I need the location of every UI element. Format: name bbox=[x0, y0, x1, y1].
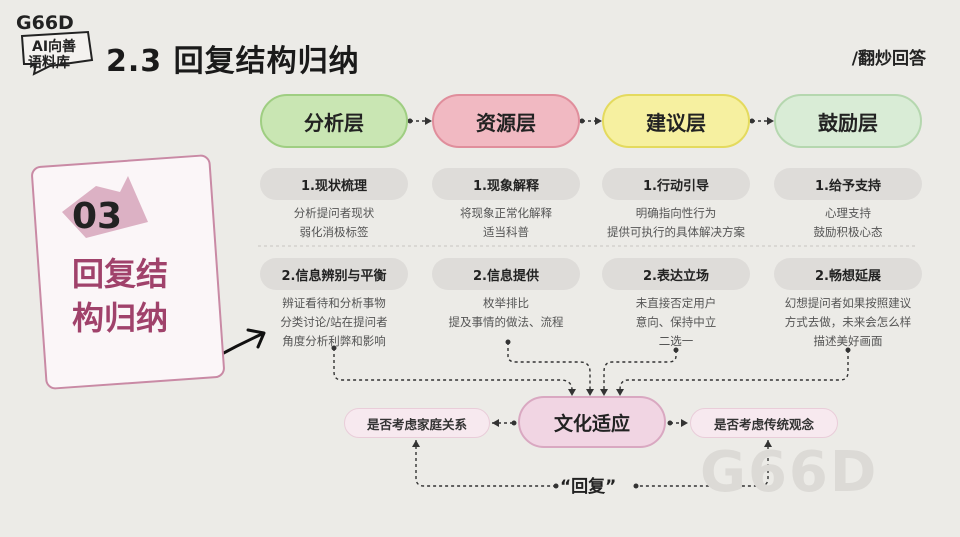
item-heading: 1.给予支持 bbox=[774, 168, 922, 200]
item-description: 未直接否定用户 意向、保持中立 二选一 bbox=[586, 294, 766, 351]
item-description: 幻想提问者如果按照建议 方式去做，未来会怎么样 描述美好画面 bbox=[752, 294, 944, 351]
item-line: 枚举排比 bbox=[483, 296, 529, 310]
item-description: 心理支持 鼓励积极心态 bbox=[758, 204, 938, 242]
item-line: 角度分析利弊和影响 bbox=[282, 334, 386, 348]
item-line: 鼓励积极心态 bbox=[813, 225, 883, 239]
item-heading: 1.现象解释 bbox=[432, 168, 580, 200]
tradition-pill: 是否考虑传统观念 bbox=[690, 408, 838, 438]
item-description: 辨证看待和分析事物 分类讨论/站在提问者 角度分析利弊和影响 bbox=[244, 294, 424, 351]
item-heading: 2.信息辨别与平衡 bbox=[260, 258, 408, 290]
reply-label: “回复” bbox=[560, 477, 617, 497]
item-line: 心理支持 bbox=[825, 206, 871, 220]
item-line: 意向、保持中立 bbox=[635, 315, 717, 329]
section-number: 03 bbox=[72, 196, 123, 237]
layer-analysis: 分析层 bbox=[260, 94, 408, 148]
section-title-line1: 回复结 bbox=[72, 255, 169, 293]
item-description: 明确指向性行为 提供可执行的具体解决方案 bbox=[586, 204, 766, 242]
item-line: 提供可执行的具体解决方案 bbox=[607, 225, 745, 239]
brand-label: /翻炒回答 bbox=[851, 49, 926, 69]
logo-badge-icon bbox=[20, 30, 94, 76]
culture-adaptation-node: 文化适应 bbox=[518, 396, 666, 448]
page-title: 2.3 回复结构归纳 bbox=[106, 44, 360, 79]
item-line: 未直接否定用户 bbox=[635, 296, 717, 310]
item-line: 弱化消极标签 bbox=[299, 225, 369, 239]
item-line: 辨证看待和分析事物 bbox=[282, 296, 386, 310]
logo: G66D AI向善 语料库 bbox=[12, 10, 98, 76]
item-description: 将现象正常化解释 适当科普 bbox=[416, 204, 596, 242]
item-heading: 1.现状梳理 bbox=[260, 168, 408, 200]
logo-line2: AI向善 bbox=[32, 39, 77, 55]
item-line: 幻想提问者如果按照建议 bbox=[784, 296, 912, 310]
item-line: 描述美好画面 bbox=[813, 334, 883, 348]
logo-wordmark: G66D bbox=[16, 12, 74, 34]
layer-encourage: 鼓励层 bbox=[774, 94, 922, 148]
item-line: 方式去做，未来会怎么样 bbox=[784, 315, 912, 329]
item-line: 明确指向性行为 bbox=[635, 206, 717, 220]
item-line: 分析提问者现状 bbox=[293, 206, 375, 220]
item-line: 适当科普 bbox=[483, 225, 529, 239]
item-heading: 2.信息提供 bbox=[432, 258, 580, 290]
layer-advice: 建议层 bbox=[602, 94, 750, 148]
item-description: 枚举排比 提及事情的做法、流程 bbox=[416, 294, 596, 332]
layer-resource: 资源层 bbox=[432, 94, 580, 148]
item-heading: 2.畅想延展 bbox=[774, 258, 922, 290]
item-line: 二选一 bbox=[658, 334, 694, 348]
item-line: 提及事情的做法、流程 bbox=[448, 315, 564, 329]
watermark: G66D bbox=[700, 440, 879, 505]
logo-line3: 语料库 bbox=[28, 55, 70, 71]
item-heading: 2.表达立场 bbox=[602, 258, 750, 290]
item-line: 分类讨论/站在提问者 bbox=[280, 315, 388, 329]
item-line: 将现象正常化解释 bbox=[460, 206, 552, 220]
family-relation-pill: 是否考虑家庭关系 bbox=[344, 408, 490, 438]
section-title-line2: 构归纳 bbox=[72, 299, 169, 337]
item-description: 分析提问者现状 弱化消极标签 bbox=[244, 204, 424, 242]
card-decoration-icon bbox=[62, 176, 148, 238]
item-heading: 1.行动引导 bbox=[602, 168, 750, 200]
